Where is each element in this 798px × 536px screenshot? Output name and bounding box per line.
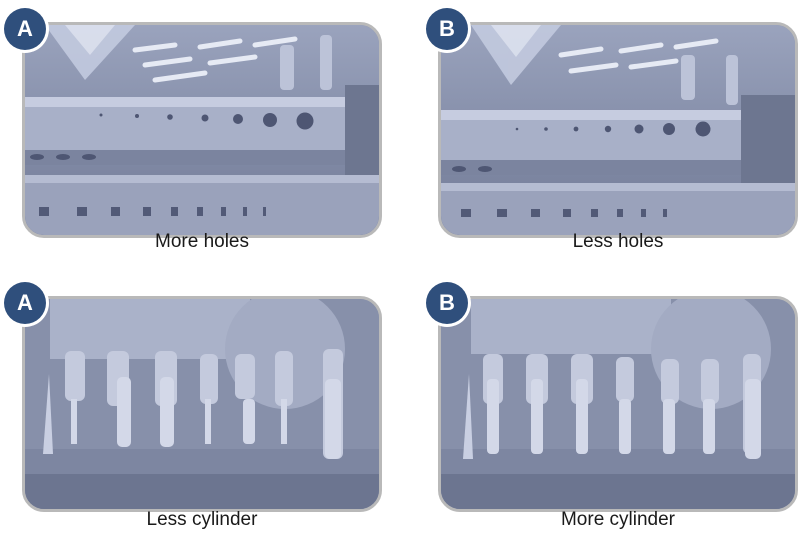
cylinders-photo-b <box>438 296 798 512</box>
caption-top-left: More holes <box>22 231 382 253</box>
resin-print-holes-image <box>441 25 795 235</box>
comparison-panel-top-right: B <box>438 22 798 238</box>
variant-badge-a: A <box>4 8 46 50</box>
resin-print-cylinders-image <box>441 299 795 509</box>
comparison-panel-top-left: A <box>22 22 382 238</box>
variant-badge-b: B <box>426 8 468 50</box>
variant-badge-a: A <box>4 282 46 324</box>
holes-photo-b <box>438 22 798 238</box>
variant-badge-b: B <box>426 282 468 324</box>
resin-print-holes-image <box>25 25 379 235</box>
comparison-panel-bottom-left: A <box>22 296 382 512</box>
caption-bottom-right: More cylinder <box>438 509 798 531</box>
caption-top-right: Less holes <box>438 231 798 253</box>
cylinders-photo-a <box>22 296 382 512</box>
resin-print-cylinders-image <box>25 299 379 509</box>
holes-photo-a <box>22 22 382 238</box>
caption-bottom-left: Less cylinder <box>22 509 382 531</box>
comparison-panel-bottom-right: B <box>438 296 798 512</box>
